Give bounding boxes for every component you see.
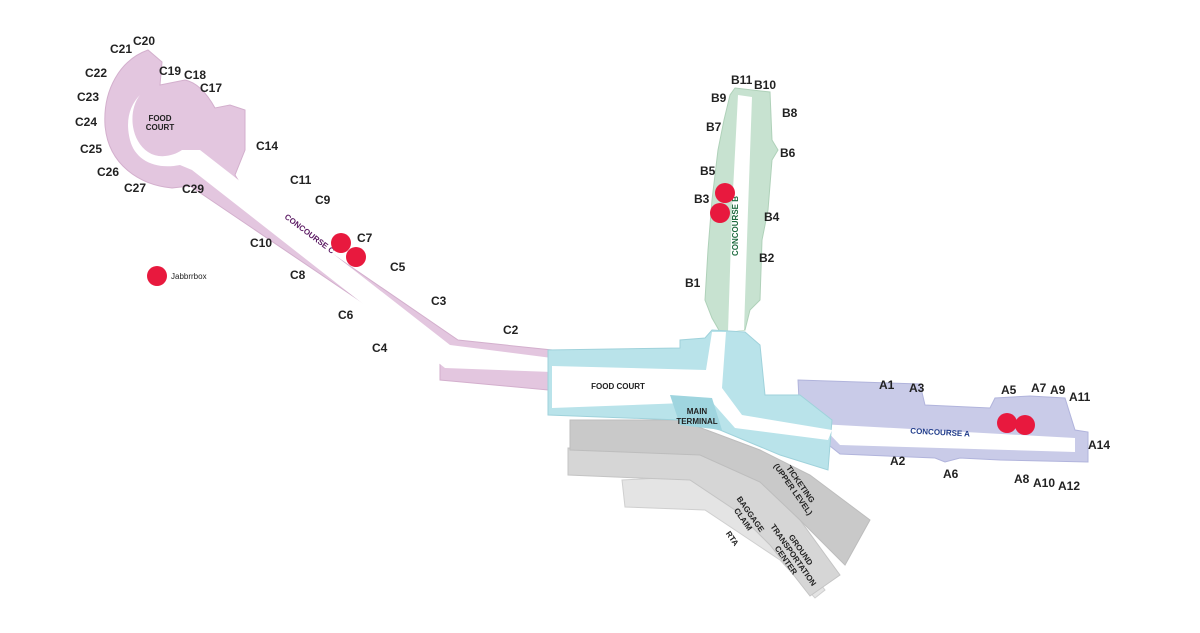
gate-a8[interactable]: A8 [1014, 472, 1030, 486]
gate-c6[interactable]: C6 [338, 308, 354, 322]
gate-c4[interactable]: C4 [372, 341, 388, 355]
gate-c14[interactable]: C14 [256, 139, 278, 153]
jabbrrbox-marker-a5b[interactable] [1015, 415, 1035, 435]
gate-a6[interactable]: A6 [943, 467, 959, 481]
gate-b5[interactable]: B5 [700, 164, 716, 178]
concourse-b-label: CONCOURSE B [731, 196, 740, 256]
gate-labels-c: C20 C21 C19 C18 C17 C22 C23 C24 C25 C26 … [75, 34, 519, 355]
gate-a5[interactable]: A5 [1001, 383, 1017, 397]
gate-c25[interactable]: C25 [80, 142, 102, 156]
main-terminal-label-2: TERMINAL [676, 417, 717, 426]
jabbrrbox-marker-b3[interactable] [710, 203, 730, 223]
main-terminal-shape [547, 329, 833, 471]
gate-a14[interactable]: A14 [1088, 438, 1110, 452]
jabbrrbox-marker-c7b[interactable] [346, 247, 366, 267]
gate-c5[interactable]: C5 [390, 260, 406, 274]
gate-c9[interactable]: C9 [315, 193, 331, 207]
concourse-a-shape [797, 379, 1089, 463]
gate-b2[interactable]: B2 [759, 251, 775, 265]
jabbrrbox-marker-c7a[interactable] [331, 233, 351, 253]
gate-b10[interactable]: B10 [754, 78, 776, 92]
gate-c8[interactable]: C8 [290, 268, 306, 282]
jabbrrbox-marker-a5a[interactable] [997, 413, 1017, 433]
jabbrrbox-legend-label: Jabbrrbox [171, 272, 207, 281]
gate-c29[interactable]: C29 [182, 182, 204, 196]
gate-c20[interactable]: C20 [133, 34, 155, 48]
gate-b1[interactable]: B1 [685, 276, 701, 290]
gate-c18[interactable]: C18 [184, 68, 206, 82]
gate-c7[interactable]: C7 [357, 231, 373, 245]
concourse-b-shape [704, 87, 779, 333]
gate-a11[interactable]: A11 [1069, 390, 1091, 404]
gate-b8[interactable]: B8 [782, 106, 798, 120]
concourse-a-label: CONCOURSE A [910, 426, 970, 438]
gate-b9[interactable]: B9 [711, 91, 727, 105]
food-court-main-label: FOOD COURT [591, 382, 645, 391]
gate-a10[interactable]: A10 [1033, 476, 1055, 490]
gate-a2[interactable]: A2 [890, 454, 906, 468]
gate-c24[interactable]: C24 [75, 115, 97, 129]
gate-a12[interactable]: A12 [1058, 479, 1080, 493]
gate-c10[interactable]: C10 [250, 236, 272, 250]
gate-a9[interactable]: A9 [1050, 383, 1066, 397]
concourse-c-shape [104, 49, 553, 391]
gate-b4[interactable]: B4 [764, 210, 780, 224]
gate-c17[interactable]: C17 [200, 81, 222, 95]
gate-c3[interactable]: C3 [431, 294, 447, 308]
gate-labels-a: A1 A3 A5 A7 A9 A11 A14 A2 A6 A8 A10 A12 [879, 378, 1110, 493]
gate-a3[interactable]: A3 [909, 381, 925, 395]
gate-c27[interactable]: C27 [124, 181, 146, 195]
gate-c21[interactable]: C21 [110, 42, 132, 56]
location-markers [147, 183, 1035, 435]
gate-c22[interactable]: C22 [85, 66, 107, 80]
gate-b6[interactable]: B6 [780, 146, 796, 160]
food-court-c-label-2: COURT [146, 123, 175, 132]
gate-c23[interactable]: C23 [77, 90, 99, 104]
gate-labels-b: B11 B10 B9 B8 B7 B6 B5 B3 B4 B2 B1 [685, 73, 798, 290]
gate-c2[interactable]: C2 [503, 323, 519, 337]
main-terminal-label-1: MAIN [687, 407, 708, 416]
gate-a7[interactable]: A7 [1031, 381, 1047, 395]
food-court-c-label-1: FOOD [148, 114, 171, 123]
gate-c11[interactable]: C11 [290, 173, 312, 187]
gate-b3[interactable]: B3 [694, 192, 710, 206]
ticketing-building [569, 419, 871, 566]
landside-buildings [567, 419, 871, 599]
gate-b7[interactable]: B7 [706, 120, 722, 134]
jabbrrbox-marker-legend[interactable] [147, 266, 167, 286]
gate-a1[interactable]: A1 [879, 378, 895, 392]
gate-c19[interactable]: C19 [159, 64, 181, 78]
gate-c26[interactable]: C26 [97, 165, 119, 179]
jabbrrbox-marker-b5[interactable] [715, 183, 735, 203]
gate-b11[interactable]: B11 [731, 73, 753, 87]
